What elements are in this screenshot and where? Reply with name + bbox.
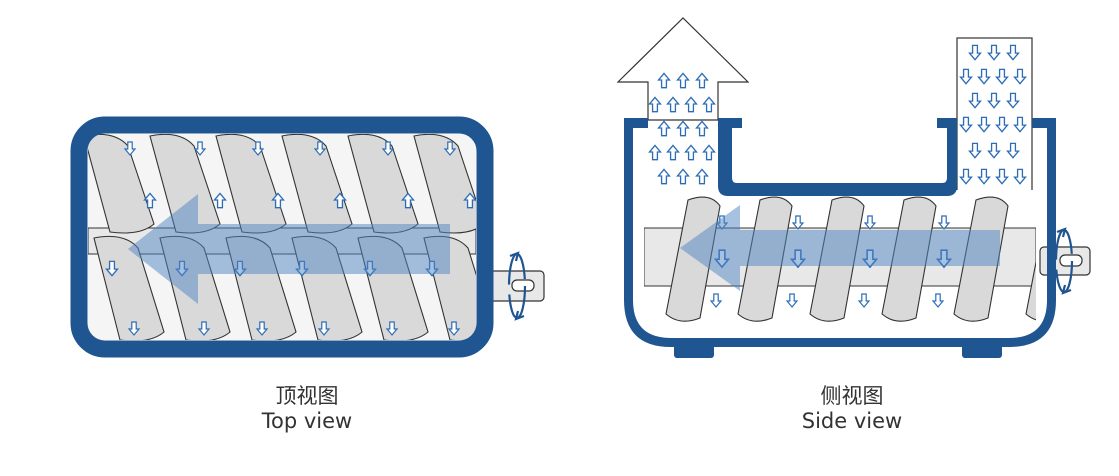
small-up-arrow-icon <box>695 168 709 185</box>
top-view-caption: 顶视图 Top view <box>207 384 407 434</box>
top-view <box>70 116 545 358</box>
side-view <box>616 17 1091 358</box>
screw-flight <box>413 134 476 234</box>
top-view-caption-en: Top view <box>261 409 353 433</box>
screw-flight <box>1025 259 1036 321</box>
small-up-arrow-icon <box>684 144 698 161</box>
side-foot-right <box>962 338 1002 358</box>
screw-flight <box>88 134 155 234</box>
up-arrow-outlet-icon <box>616 17 750 121</box>
rotation-arrow-icon <box>1054 227 1074 295</box>
down-arrows-inlet-icon <box>956 37 1033 193</box>
side-foot-left <box>674 338 714 358</box>
rotation-arrow-icon <box>507 251 527 321</box>
top-view-caption-cn: 顶视图 <box>275 384 339 408</box>
small-up-arrow-icon <box>676 120 690 137</box>
small-up-arrow-icon <box>695 120 709 137</box>
screw-flight <box>665 196 721 322</box>
small-up-arrow-icon <box>648 144 662 161</box>
side-view-caption-cn: 侧视图 <box>820 384 884 408</box>
small-up-arrow-icon <box>657 120 671 137</box>
side-outlet-wall-left <box>624 118 648 128</box>
top-shaft-key-slot <box>511 279 535 292</box>
top-housing-frame <box>70 116 494 358</box>
flow-arrow-left-icon <box>128 194 450 304</box>
small-up-arrow-icon <box>702 144 716 161</box>
side-inner-channel <box>718 118 957 196</box>
flow-arrow-left-icon <box>680 205 1000 291</box>
small-up-arrow-icon <box>657 168 671 185</box>
small-up-arrow-icon <box>666 144 680 161</box>
small-up-arrow-icon <box>676 168 690 185</box>
side-view-caption-en: Side view <box>801 409 903 433</box>
side-view-caption: 侧视图 Side view <box>752 384 952 434</box>
